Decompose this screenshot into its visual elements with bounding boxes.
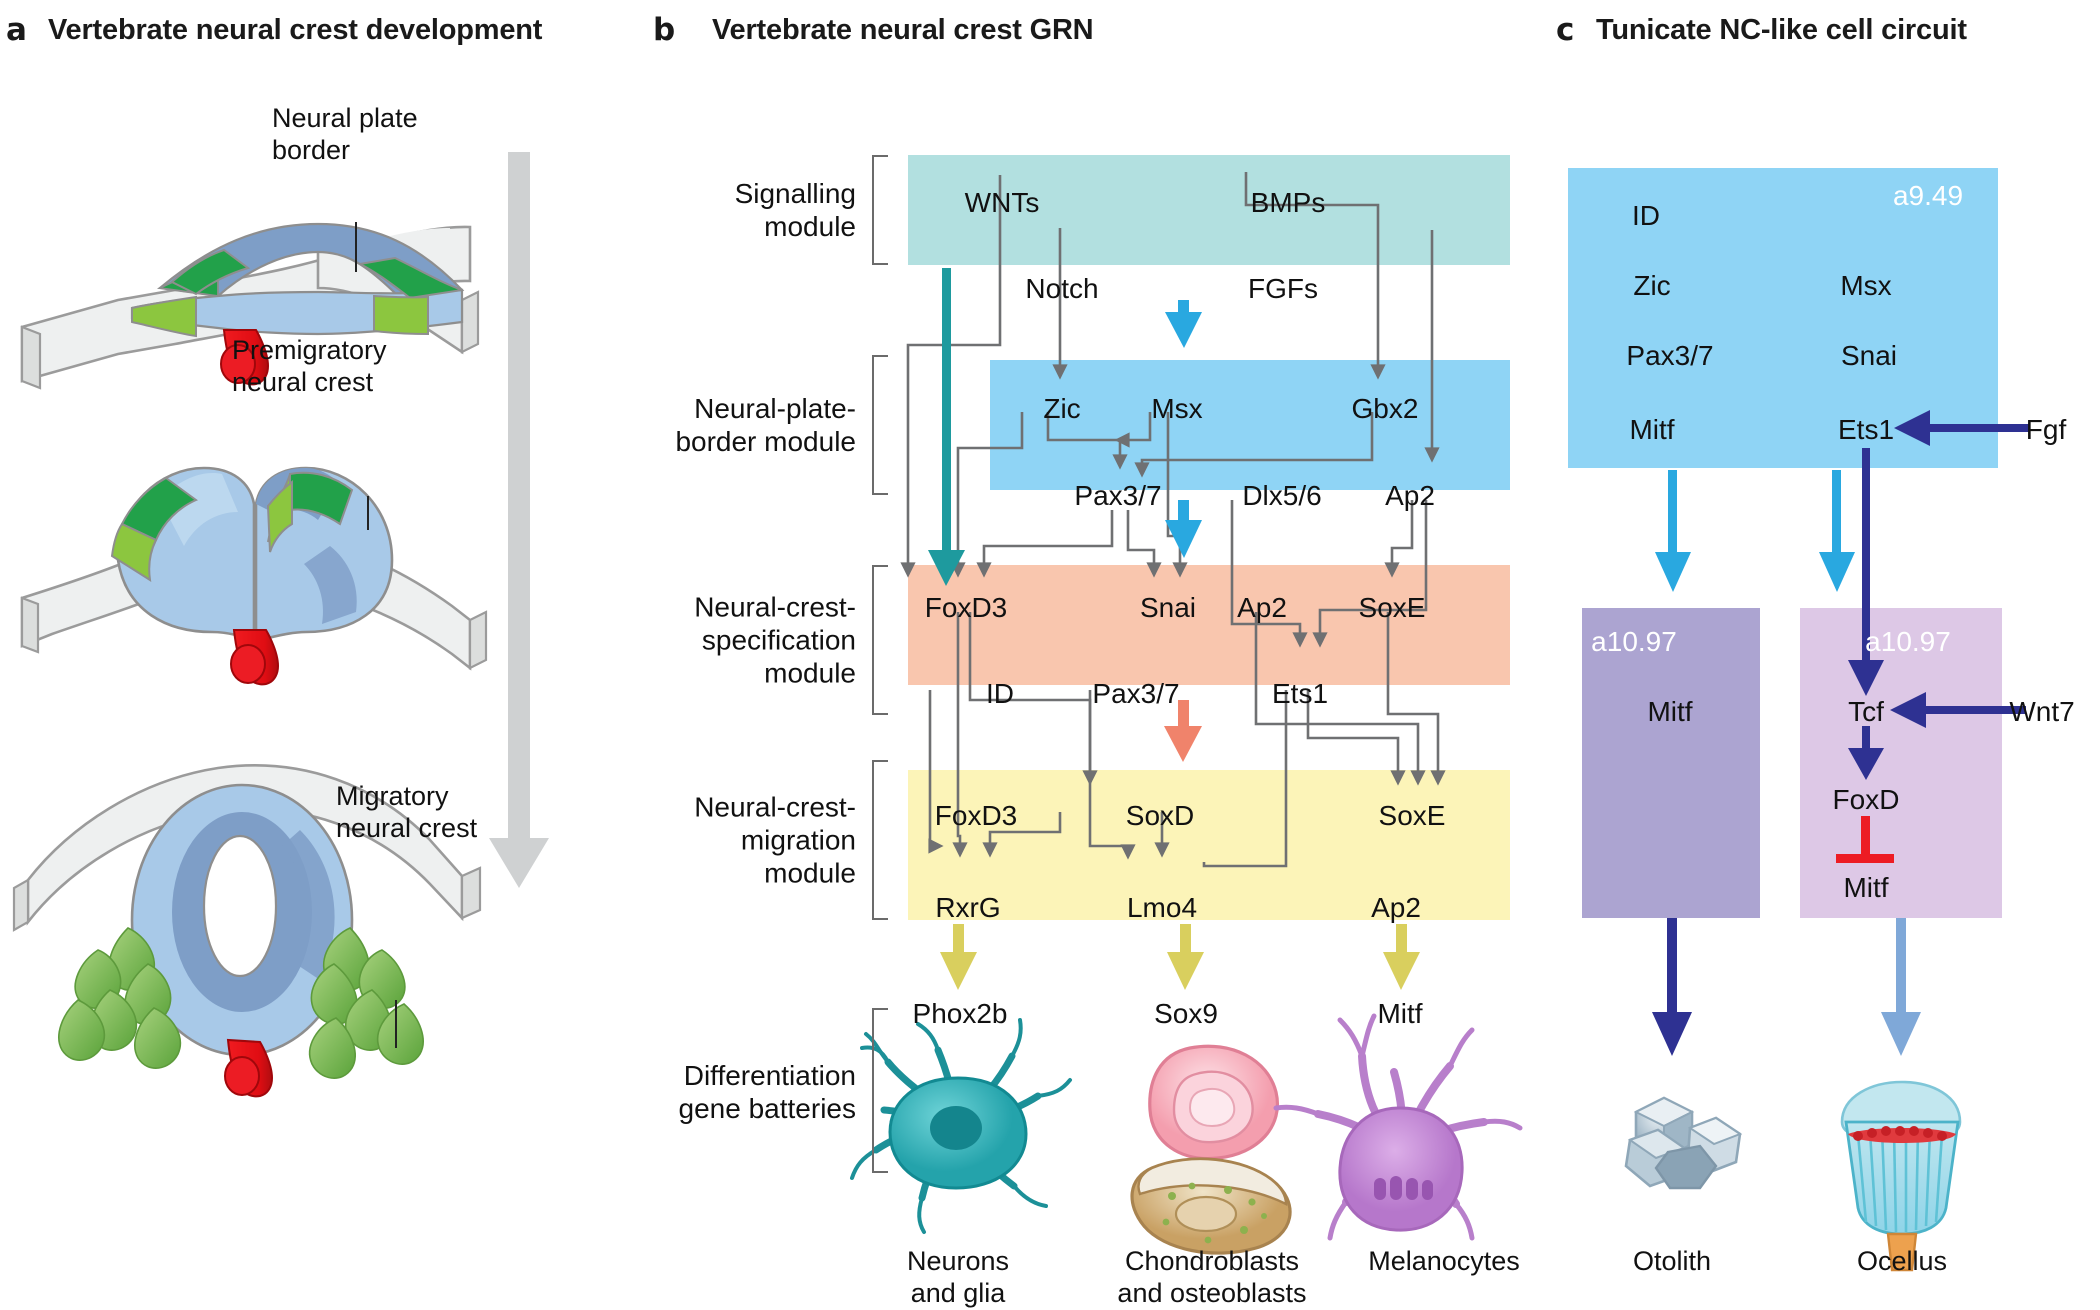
bracket-neural-crest-migration	[872, 760, 888, 920]
callout-neural-plate-border: Neural plate border	[272, 103, 418, 166]
gene-tcf-c: Tcf	[1848, 696, 1884, 727]
gene-soxd: SoxD	[1125, 800, 1195, 831]
gene-wnts: WNTs	[964, 187, 1040, 218]
arrow-a949-to-a1097-right	[1819, 470, 1855, 592]
gene-dlx56: Dlx5/6	[1242, 480, 1322, 511]
arrow-mitf-to-a1097-left	[1655, 470, 1691, 592]
signal-wnt7: Wnt7	[2009, 696, 2075, 727]
teal-module-arrow	[928, 268, 965, 586]
cell-box-a10-97-right	[1800, 608, 2002, 918]
melanocyte-cell-icon	[1273, 1013, 1523, 1241]
gene-zic-npb: Zic	[1043, 393, 1081, 424]
gene-gbx2: Gbx2	[1351, 393, 1419, 424]
gene-bmps: BMPs	[1250, 187, 1326, 218]
gene-soxe-spec: SoxE	[1358, 592, 1426, 623]
gene-pax37-c: Pax3/7	[1626, 340, 1714, 371]
ocellus-icon	[1840, 1080, 1962, 1272]
yellow-arrow-phox2b	[940, 924, 977, 990]
gene-foxd3-spec: FoxD3	[924, 592, 1008, 623]
gene-lmo4: Lmo4	[1126, 892, 1198, 923]
bracket-differentiation	[872, 1008, 888, 1173]
module-box-signalling	[908, 155, 1510, 265]
cell-box-a10-97-left	[1582, 608, 1760, 918]
module-label-neural-plate-border: Neural-plate- border module	[675, 392, 856, 457]
stage-label-a9-49: a9.49	[1892, 180, 1964, 211]
gene-mitf-c-left: Mitf	[1647, 696, 1693, 727]
gene-snai-spec: Snai	[1139, 592, 1197, 623]
gene-ets1-spec: Ets1	[1271, 678, 1329, 709]
cell-caption-neurons-and-glia: Neurons and glia	[906, 1246, 1010, 1308]
cell-caption-chondroblasts-and-osteoblasts: Chondroblasts and osteoblasts	[1117, 1246, 1307, 1308]
gene-ap2-mig: Ap2	[1371, 892, 1421, 923]
gene-mitf-b: Mitf	[1377, 998, 1423, 1029]
bracket-neural-plate-border	[872, 355, 888, 495]
outcome-caption-otolith: Otolith	[1632, 1246, 1712, 1276]
signal-fgf: Fgf	[2025, 414, 2067, 445]
gene-phox2b: Phox2b	[912, 998, 1008, 1029]
gene-notch: Notch	[1025, 273, 1099, 304]
bracket-signalling	[872, 155, 888, 265]
panel-c-title: Tunicate NC-like cell circuit	[1596, 14, 1967, 46]
salmon-spec-to-migration-arrow	[1164, 700, 1202, 762]
yellow-arrow-mitf	[1383, 924, 1420, 990]
gene-pax37-spec: Pax3/7	[1092, 678, 1180, 709]
module-box-neural-crest-specification	[908, 565, 1510, 685]
blue-npb-to-spec-arrow	[1165, 500, 1202, 558]
gene-rxrg: RxrG	[935, 892, 1001, 923]
gene-soxe-mig: SoxE	[1378, 800, 1446, 831]
gene-mitf-c-a949: Mitf	[1629, 414, 1675, 445]
developmental-time-arrow	[489, 152, 549, 888]
module-label-differentiation: Differentiation gene batteries	[678, 1059, 856, 1124]
stage-label-a10-97-left: a10.97	[1591, 626, 1677, 657]
migratory-crest-cells-left	[58, 927, 181, 1069]
blue-signalling-to-npb-arrow	[1165, 300, 1202, 348]
embryo-stage-2-neural-fold	[20, 466, 488, 686]
outcome-caption-ocellus: Ocellus	[1856, 1246, 1948, 1276]
callout-premigratory-neural-crest: Premigratory neural crest	[232, 335, 387, 398]
bracket-neural-crest-specification	[872, 565, 888, 715]
module-label-neural-crest-migration: Neural-crest- migration module	[694, 791, 856, 889]
yellow-arrow-sox9	[1167, 924, 1204, 990]
panel-b-letter: b	[653, 12, 675, 48]
gene-mitf-c-right: Mitf	[1843, 872, 1889, 903]
gene-ap2-npb: Ap2	[1385, 480, 1435, 511]
gene-fgfs: FGFs	[1248, 273, 1318, 304]
gene-snai-c: Snai	[1840, 340, 1898, 371]
panel-a-letter: a	[6, 12, 27, 48]
gene-ap2-spec: Ap2	[1237, 592, 1287, 623]
panel-c-letter: c	[1556, 12, 1574, 48]
module-label-signalling: Signalling module	[734, 177, 856, 242]
panel-a-title: Vertebrate neural crest development	[48, 14, 543, 46]
arrow-a1097-left-to-otolith	[1652, 918, 1692, 1056]
gene-id-c: ID	[1632, 200, 1660, 231]
gene-sox9: Sox9	[1154, 998, 1218, 1029]
gene-ets1-c: Ets1	[1837, 414, 1895, 445]
panel-b-title: Vertebrate neural crest GRN	[712, 14, 1094, 46]
module-box-neural-plate-border	[990, 360, 1510, 490]
otolith-icon	[1624, 1096, 1743, 1190]
gene-foxd-c: FoxD	[1832, 784, 1900, 815]
stage-label-a10-97-right: a10.97	[1865, 626, 1951, 657]
gene-zic-c: Zic	[1633, 270, 1671, 301]
cell-caption-melanocytes: Melanocytes	[1368, 1246, 1520, 1276]
gene-msx-npb: Msx	[1151, 393, 1203, 424]
gene-msx-c: Msx	[1840, 270, 1892, 301]
migratory-crest-cells-right	[309, 927, 424, 1079]
arrow-a1097-right-to-ocellus	[1881, 918, 1921, 1056]
chondroblast-osteoblast-icon	[1130, 1044, 1292, 1255]
gene-id-spec: ID	[986, 678, 1014, 709]
callout-migratory-neural-crest: Migratory neural crest	[336, 781, 478, 844]
gene-foxd3-mig: FoxD3	[934, 800, 1018, 831]
module-label-neural-crest-specification: Neural-crest- specification module	[694, 591, 856, 689]
gene-pax37-npb: Pax3/7	[1074, 480, 1162, 511]
